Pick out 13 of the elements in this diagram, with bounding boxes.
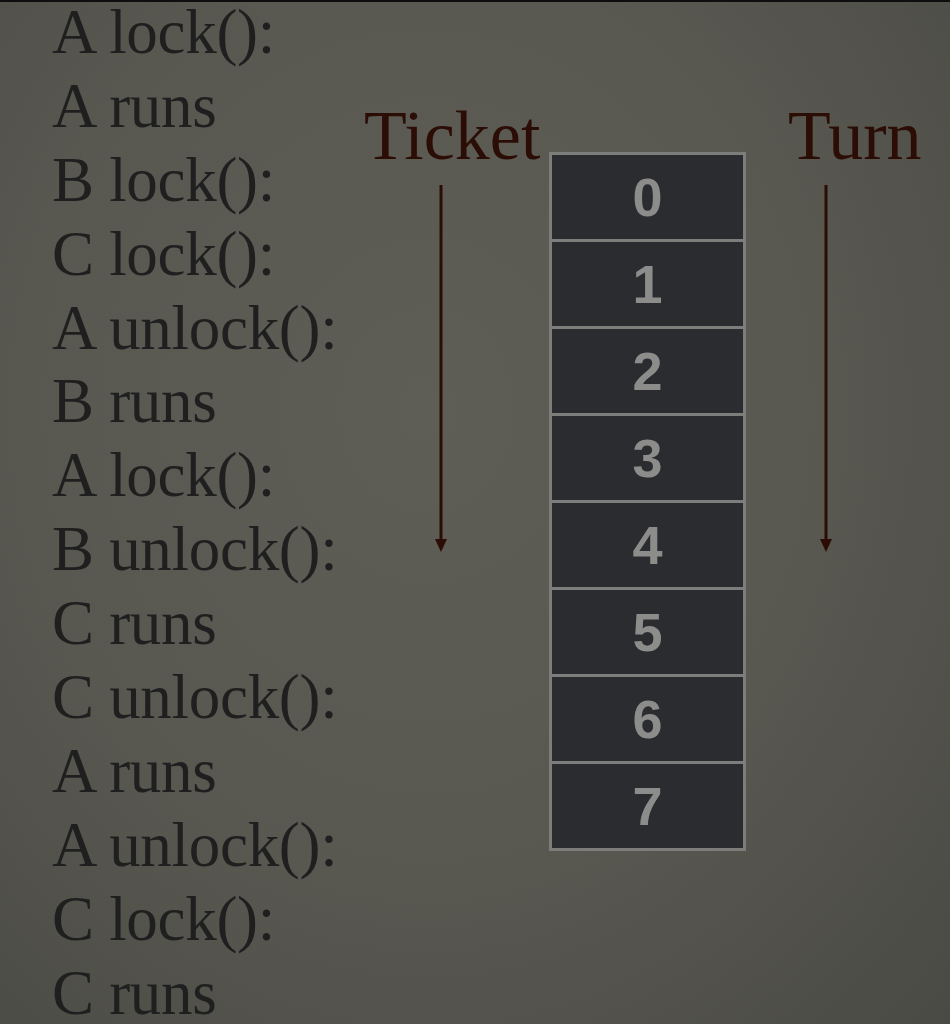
number-slot: 4	[549, 500, 746, 590]
step-text: B runs	[52, 370, 217, 433]
number-slot: 5	[549, 587, 746, 677]
step-text: A runs	[52, 74, 217, 137]
step-text: C runs	[52, 592, 217, 655]
column-heading: Turn	[788, 101, 922, 171]
number-slot: 0	[549, 152, 746, 242]
number-slot: 1	[549, 239, 746, 329]
number-slot: 3	[549, 413, 746, 503]
number-slot: 6	[549, 674, 746, 764]
number-slot: 7	[549, 761, 746, 851]
column-heading: Ticket	[364, 101, 541, 171]
number-slot: 2	[549, 326, 746, 416]
